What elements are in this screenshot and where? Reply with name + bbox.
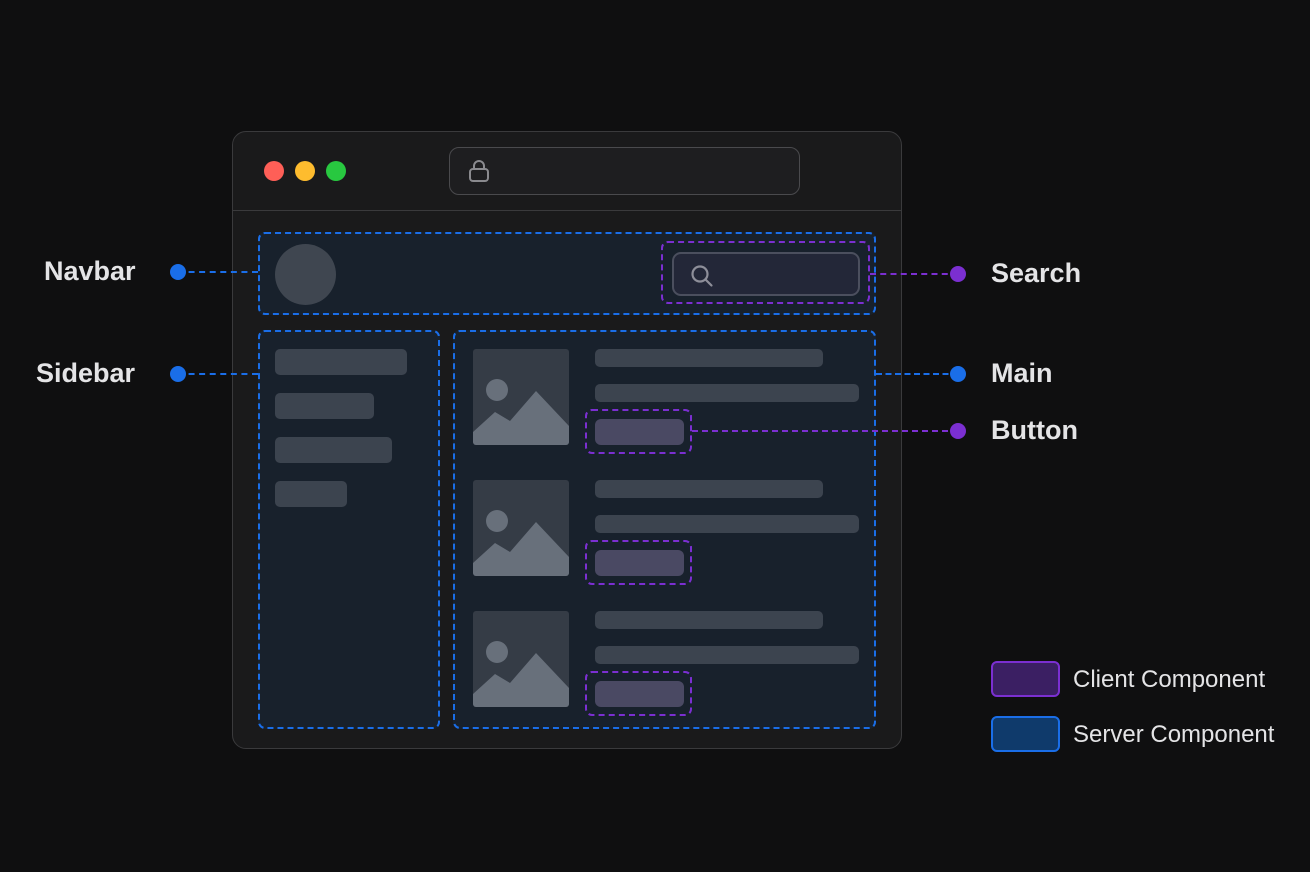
card-image — [473, 611, 569, 707]
image-placeholder-icon — [473, 510, 569, 576]
card-title-line — [595, 611, 823, 629]
legend-client-swatch — [991, 661, 1060, 697]
close-window-icon[interactable] — [264, 161, 284, 181]
sidebar-item[interactable] — [275, 349, 407, 375]
button-client-region — [585, 671, 692, 716]
legend-client-label: Client Component — [1073, 666, 1266, 693]
sidebar-item[interactable] — [275, 481, 347, 507]
sidebar-region — [258, 330, 440, 729]
image-placeholder-icon — [473, 641, 569, 707]
search-connector-dot — [950, 266, 966, 282]
sidebar-label: Sidebar — [36, 358, 136, 388]
card-text-line — [595, 515, 859, 533]
main-label: Main — [991, 358, 1053, 388]
button-connector-dot — [950, 423, 966, 439]
legend-server-label: Server Component — [1073, 721, 1275, 748]
search-input[interactable] — [672, 252, 860, 296]
search-connector-line — [870, 273, 958, 275]
image-placeholder-icon — [473, 379, 569, 445]
maximize-window-icon[interactable] — [326, 161, 346, 181]
card-text-line — [595, 384, 859, 402]
navbar-connector-line — [178, 271, 258, 273]
card-title-line — [595, 349, 823, 367]
sidebar-item[interactable] — [275, 393, 374, 419]
lock-icon — [469, 160, 489, 182]
card-title-line — [595, 480, 823, 498]
card-button[interactable] — [595, 550, 684, 576]
avatar — [275, 244, 336, 305]
card-text-line — [595, 646, 859, 664]
card-image — [473, 349, 569, 445]
browser-titlebar — [233, 132, 901, 211]
card-image — [473, 480, 569, 576]
button-client-region — [585, 409, 692, 454]
main-connector-dot — [950, 366, 966, 382]
button-label: Button — [991, 415, 1078, 445]
minimize-window-icon[interactable] — [295, 161, 315, 181]
search-icon — [691, 265, 713, 287]
card-button[interactable] — [595, 419, 684, 445]
button-client-region — [585, 540, 692, 585]
button-connector-line — [692, 430, 958, 432]
address-bar[interactable] — [449, 147, 800, 195]
sidebar-item[interactable] — [275, 437, 392, 463]
navbar-label: Navbar — [44, 256, 136, 286]
search-label: Search — [991, 258, 1082, 288]
sidebar-connector-line — [178, 373, 258, 375]
main-connector-line — [876, 373, 958, 375]
card-button[interactable] — [595, 681, 684, 707]
legend-server-swatch — [991, 716, 1060, 752]
search-client-region — [661, 241, 870, 304]
